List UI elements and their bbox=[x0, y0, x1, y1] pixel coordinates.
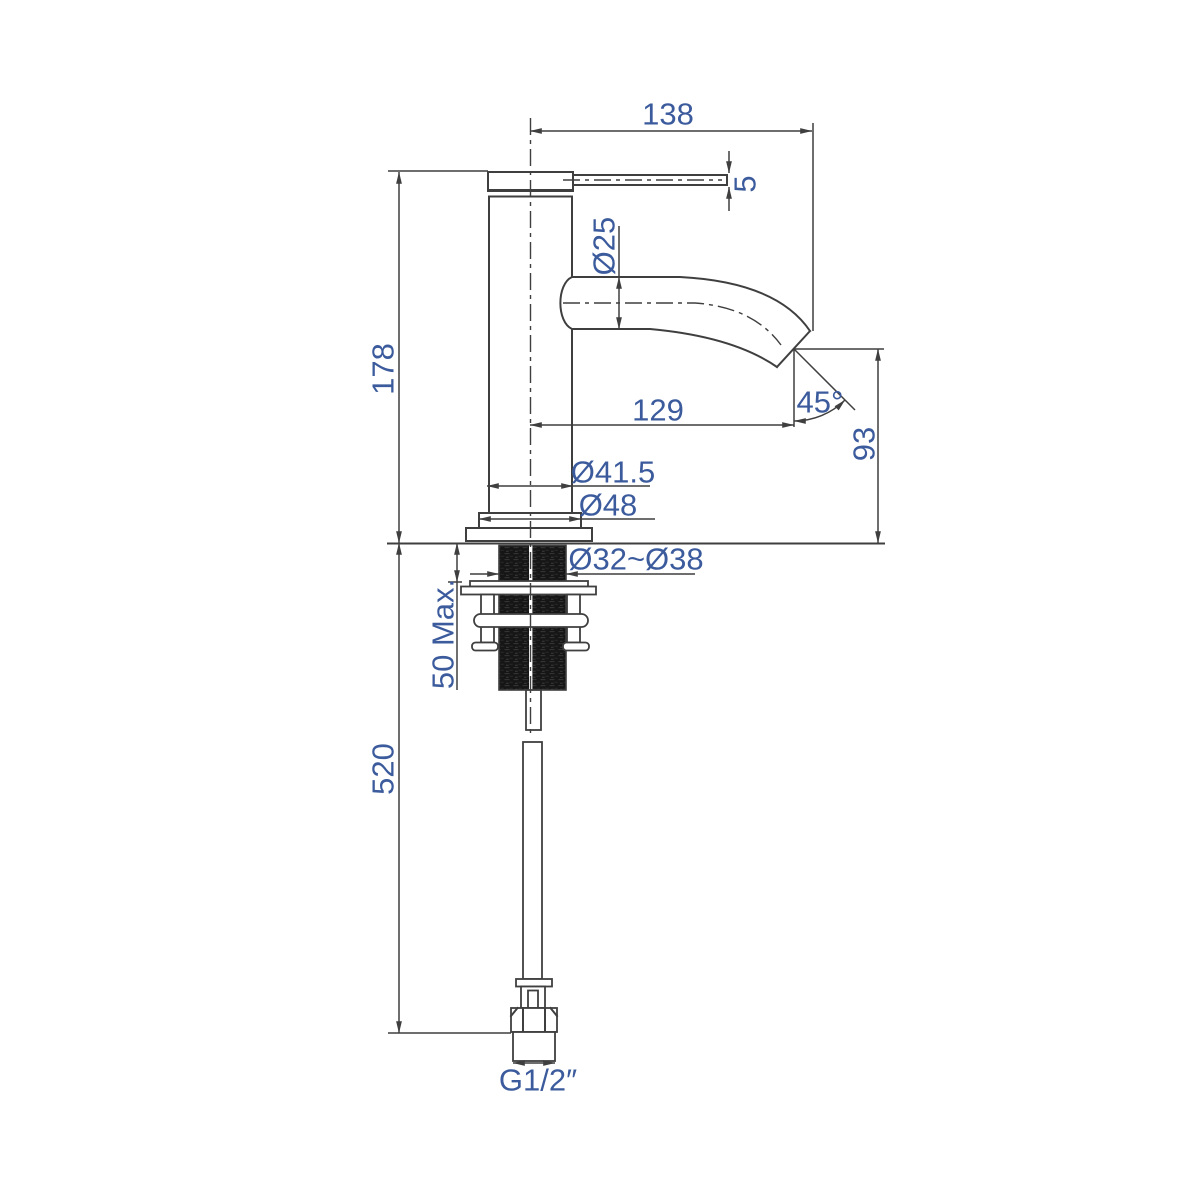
bolt-foot-left bbox=[471, 641, 499, 652]
label-outlet-height: 93 bbox=[847, 427, 882, 461]
lever-handle bbox=[572, 174, 728, 186]
hex-nut bbox=[509, 1006, 559, 1033]
base-flange bbox=[465, 527, 593, 542]
hose-tube bbox=[522, 741, 543, 980]
body-outline bbox=[488, 195, 573, 514]
label-spout-height-offset: 138 bbox=[642, 97, 694, 132]
spout-top-edge bbox=[571, 276, 812, 333]
label-hole-range: Ø32~Ø38 bbox=[568, 542, 703, 577]
washer-plate bbox=[460, 585, 597, 596]
spout-root-arc bbox=[559, 275, 574, 331]
dimension-lines bbox=[388, 123, 884, 1066]
shank-pipe bbox=[525, 689, 542, 731]
label-base-diameter: Ø48 bbox=[579, 488, 638, 523]
centerlines bbox=[529, 118, 782, 735]
label-spout-reach: 129 bbox=[632, 393, 684, 428]
label-deck-max: 50 Max. bbox=[426, 579, 461, 689]
label-spout-diameter: Ø25 bbox=[587, 217, 622, 276]
angle-arc bbox=[793, 399, 846, 424]
hose-crimp-cap bbox=[515, 978, 553, 988]
label-lever-thickness: 5 bbox=[728, 175, 763, 192]
label-thread-size: G1/2″ bbox=[499, 1063, 577, 1098]
hose-crimp-inner bbox=[527, 989, 539, 1009]
dimension-labels: 138 5 Ø25 178 129 45° 93 Ø41.5 Ø48 Ø32~Ø… bbox=[366, 97, 882, 1098]
label-hose-length: 520 bbox=[366, 743, 401, 795]
spout-centerline bbox=[563, 302, 782, 346]
label-body-height: 178 bbox=[366, 343, 401, 395]
bolt-foot-right bbox=[562, 641, 590, 652]
spout-bottom-edge bbox=[571, 328, 779, 369]
connector-body bbox=[512, 1031, 556, 1062]
supply-hose bbox=[509, 689, 559, 1062]
label-outlet-angle: 45° bbox=[797, 385, 844, 420]
label-body-diameter: Ø41.5 bbox=[571, 455, 655, 490]
